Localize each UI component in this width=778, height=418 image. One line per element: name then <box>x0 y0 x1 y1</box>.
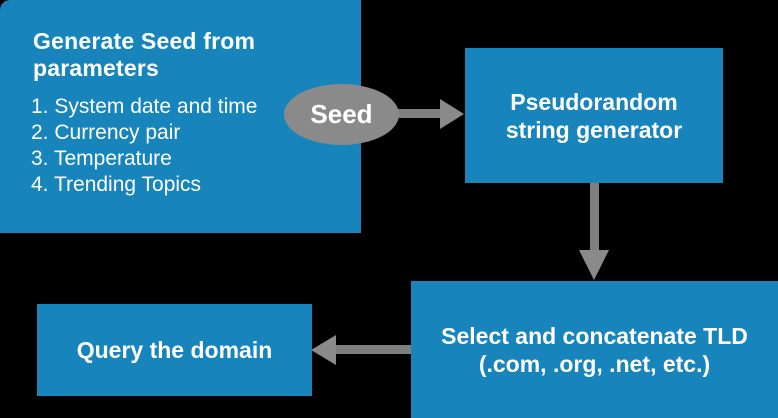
seed-ellipse: Seed <box>284 84 399 145</box>
parameter-item-1: 1. System date and time <box>31 95 258 118</box>
parameter-item-3: 3. Temperature <box>31 147 172 170</box>
generator-line-2: string generator <box>505 116 683 143</box>
parameter-item-4: 4. Trending Topics <box>31 173 202 196</box>
query-label: Query the domain <box>76 336 273 363</box>
generator-box: Pseudorandom string generator <box>465 48 723 183</box>
tld-line-2: (.com, .org, .net, etc.) <box>478 350 711 377</box>
tld-box: Select and concatenate TLD (.com, .org, … <box>411 281 778 418</box>
seed-label: Seed <box>310 99 373 129</box>
title-line-2: parameters <box>33 55 160 81</box>
arrow-left-icon <box>311 335 336 365</box>
parameter-list: 1. System date and time 2. Currency pair… <box>31 94 341 198</box>
arrow-generator-to-tld-shaft <box>590 183 599 251</box>
title-line-1: Generate Seed from <box>33 28 256 54</box>
arrow-down-icon <box>579 250 609 280</box>
arrow-seed-to-generator-shaft <box>393 109 441 118</box>
seed-parameters-title: Generate Seed from parameters <box>33 28 341 82</box>
tld-line-1: Select and concatenate TLD <box>441 322 748 349</box>
query-box: Query the domain <box>37 304 312 396</box>
generator-line-1: Pseudorandom <box>510 88 678 115</box>
arrow-right-icon <box>440 99 464 129</box>
parameter-item-2: 2. Currency pair <box>31 121 181 144</box>
arrow-tld-to-query-shaft <box>335 345 411 354</box>
